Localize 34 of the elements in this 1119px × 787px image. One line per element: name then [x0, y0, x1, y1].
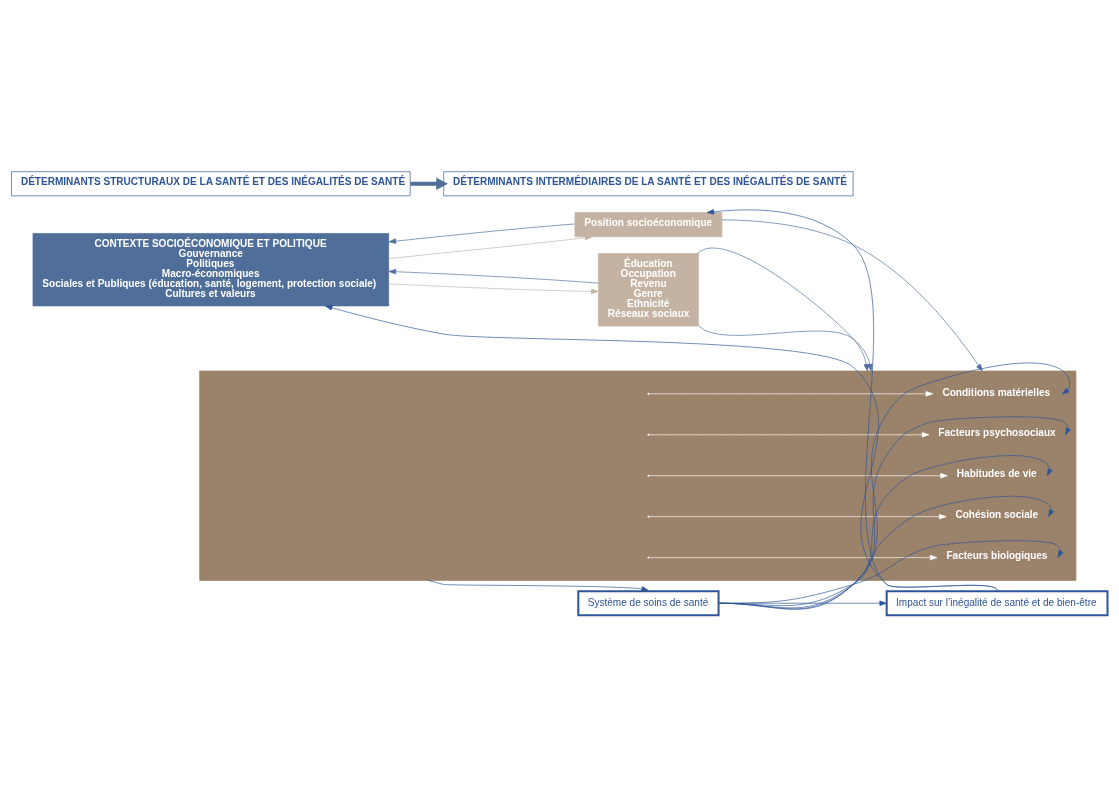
cluster [199, 370, 1077, 581]
arrow [648, 473, 948, 479]
arrow [388, 223, 576, 244]
arrow [698, 325, 873, 372]
arrow [427, 580, 649, 592]
arrow [719, 362, 1070, 610]
node-text: Facteurs biologiques [946, 550, 1048, 562]
node-text: Cohésion sociale [955, 509, 1039, 521]
arrow [410, 177, 448, 190]
node-text: Conditions matérielles [942, 386, 1051, 398]
node-box: Système de soins de santé [577, 590, 720, 617]
arrow [721, 219, 983, 372]
arrow [388, 283, 599, 295]
arrow [388, 269, 599, 284]
node-text: Facteurs psychosociaux [938, 427, 1056, 439]
node-box: Position socioéconomique [574, 212, 723, 238]
node-box: DÉTERMINANTS STRUCTURAUX DE LA SANTÉ ET DES INÉGALITÉS DE SANTÉ [11, 171, 411, 197]
arrow [719, 416, 1071, 610]
arrow [718, 600, 887, 606]
arrow [648, 391, 934, 397]
node-box: CONTEXTE SOCIOÉCONOMIQUE ET POLITIQUE Gouvernance Politiques Macro-économiques Sociales et Publiques (éducation, santé, logement, protection sociale) Cultures et valeurs [32, 233, 390, 307]
node-box: Impact sur l’inégalité de santé et de bien-être [885, 590, 1109, 617]
arrow [719, 495, 1055, 606]
node-text: Habitudes de vie [956, 468, 1037, 480]
arrow [648, 554, 938, 561]
arrow [648, 432, 930, 438]
arrow [697, 247, 869, 372]
node-box: Éducation Occupation Revenu Genre Ethnicité Réseaux sociaux [598, 253, 699, 327]
arrow [719, 540, 1064, 604]
arrow [719, 455, 1053, 609]
arrow [706, 209, 998, 591]
arrow [648, 513, 947, 520]
node-box: DÉTERMINANTS INTERMÉDIAIRES DE LA SANTÉ ET DES INÉGALITÉS DE SANTÉ [443, 171, 854, 197]
arrow [388, 234, 593, 259]
